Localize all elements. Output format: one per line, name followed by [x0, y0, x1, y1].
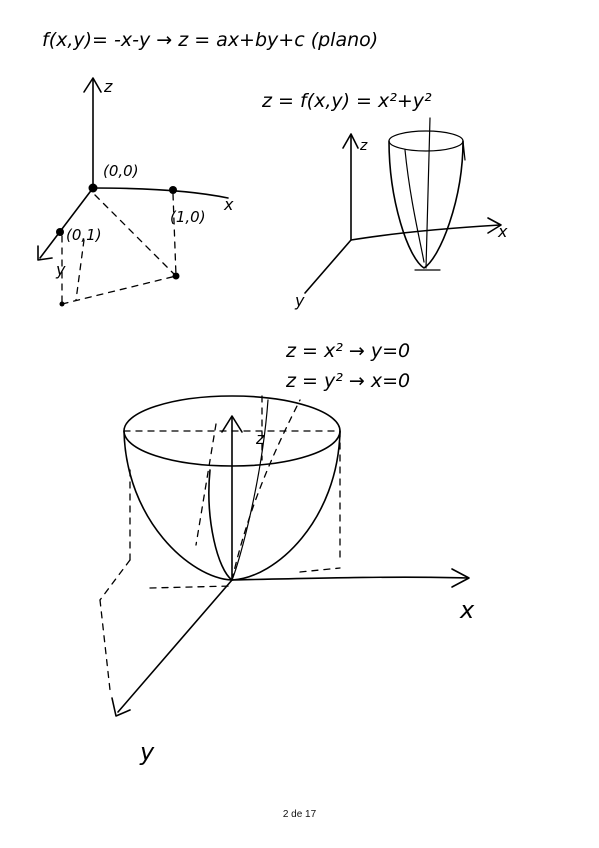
fig2-central-line: [425, 117, 431, 269]
fig2-y-axis: [304, 239, 352, 294]
large-paraboloid-figure: z x y: [99, 395, 475, 766]
fig3-x-label: x: [459, 596, 475, 624]
fig1-origin-label: (0,0): [103, 162, 139, 180]
fig3-z-label: z: [255, 429, 265, 448]
fig1-x-label: x: [223, 195, 234, 214]
fig3-dash-base: [149, 585, 233, 589]
fig1-dash-bottom: [61, 275, 177, 305]
fig2-x-arrowhead: [487, 217, 502, 234]
trace-xz-text: z = x² → y=0: [285, 340, 410, 362]
fig1-dash-diag: [94, 194, 177, 277]
plane-equation-text: f(x,y)= -x-y → z = ax+by+c (plano): [42, 29, 378, 51]
fig3-section-curve: [231, 399, 269, 581]
fig3-z-arrowhead: [221, 415, 243, 433]
fig1-y-point-label: (0,1): [66, 226, 102, 244]
fig1-origin-point: [88, 183, 98, 193]
fig2-bowl: [388, 140, 464, 269]
fig3-dash-right-base: [299, 567, 341, 573]
fig1-x-point: [169, 186, 177, 194]
fig1-y-axis: [39, 187, 94, 259]
fig3-y-axis: [117, 579, 233, 713]
fig1-y-point: [56, 228, 64, 236]
small-paraboloid-figure: z x y: [294, 117, 508, 310]
fig3-dash-trace: [231, 399, 301, 581]
fig3-dash-left-foot: [99, 559, 131, 601]
fig2-inner-curve: [404, 149, 425, 263]
fig3-dash-inner: [195, 423, 217, 546]
fig3-dash-left-leg: [99, 599, 111, 691]
fig3-x-axis: [231, 576, 469, 581]
fig1-dash-x-drop: [172, 193, 177, 277]
fig1-x-axis: [92, 187, 229, 199]
fig2-z-arrowhead: [342, 133, 359, 149]
fig1-y-label: y: [55, 260, 66, 279]
fig2-x-axis: [350, 224, 501, 241]
fig2-z-label: z: [359, 138, 368, 154]
trace-yz-text: z = y² → x=0: [285, 370, 410, 392]
fig2-y-label: y: [294, 291, 305, 310]
fig1-x-point-label: (1,0): [170, 208, 206, 226]
fig3-inner-parabola: [208, 469, 233, 581]
fig1-z-arrowhead: [83, 77, 102, 93]
paraboloid-equation-text: z = f(x,y) = x²+y²: [261, 90, 432, 112]
fig2-x-label: x: [497, 222, 508, 241]
plane-figure: z x y (0,0) (1,0) (0,1): [37, 77, 234, 307]
fig3-x-arrowhead: [451, 568, 470, 588]
fig1-z-label: z: [103, 77, 113, 96]
fig2-rim: [388, 130, 464, 152]
fig3-y-label: y: [139, 738, 155, 766]
fig1-dash-inner: [75, 239, 85, 301]
fig3-y-arrowhead: [111, 697, 131, 717]
page-number: 2 de 17: [282, 809, 317, 820]
fig2-side-tick: [462, 140, 466, 161]
fig1-y-arrowhead: [37, 245, 53, 261]
